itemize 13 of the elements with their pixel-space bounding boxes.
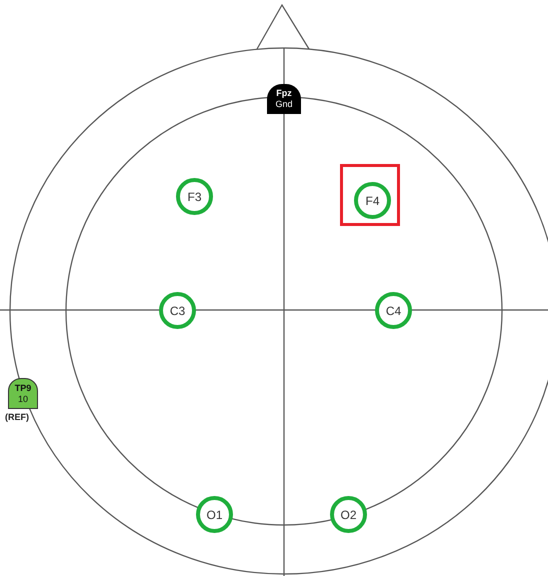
electrode-label: O1 — [206, 506, 222, 524]
reference-label: (REF) — [5, 412, 29, 423]
electrode-label: C4 — [386, 302, 402, 320]
electrode-label: F4 — [365, 192, 380, 210]
electrode-label: O2 — [340, 506, 356, 524]
electrode-label: 10 — [18, 394, 28, 404]
electrode-label: F3 — [187, 188, 202, 206]
electrode-label: Fpz — [276, 88, 292, 99]
electrode-label: C3 — [170, 302, 186, 320]
electrode-label: Gnd — [275, 99, 292, 110]
electrode-label: TP9 — [14, 382, 32, 394]
highlight-frame — [340, 164, 400, 226]
electrode-tab — [267, 84, 301, 114]
